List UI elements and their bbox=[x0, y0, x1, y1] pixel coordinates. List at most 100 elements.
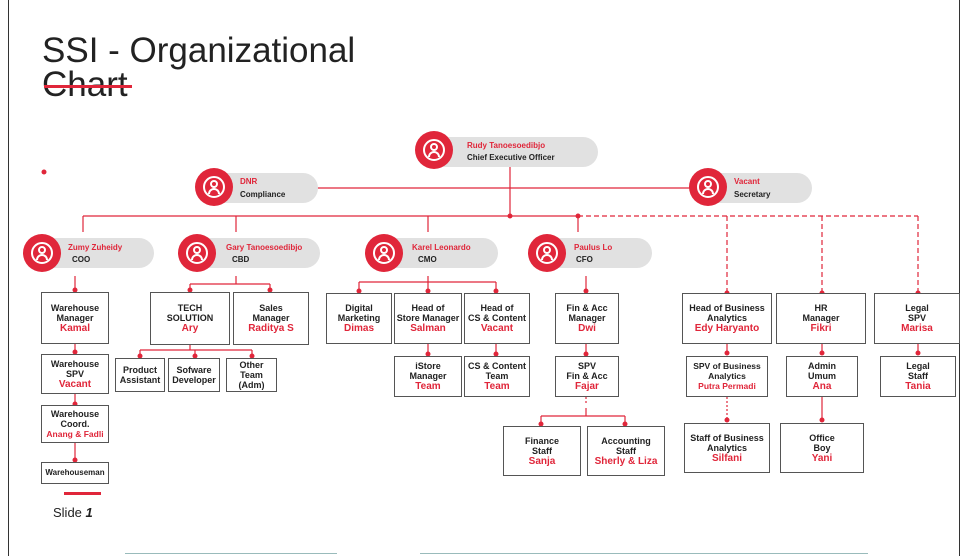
title-strike-mark bbox=[44, 85, 132, 88]
box-person: Salman bbox=[410, 323, 446, 334]
box-title: Staff of Business Analytics bbox=[690, 432, 764, 453]
box-warehouse-coord: Warehouse Coord. Anang & Fadli bbox=[41, 405, 109, 443]
box-product-assistant: Product Assistant bbox=[115, 358, 165, 392]
box-legal-staff: Legal Staff Tania bbox=[880, 356, 956, 397]
box-title: Legal Staff bbox=[906, 361, 930, 381]
box-title: Fin & Acc Manager bbox=[566, 303, 608, 323]
box-title: Warehouseman bbox=[45, 468, 105, 477]
person-icon bbox=[365, 234, 403, 272]
box-person: Ary bbox=[181, 323, 199, 334]
cbd-role: CBD bbox=[232, 255, 250, 264]
person-icon bbox=[178, 234, 216, 272]
box-spv-fin-acc: SPV Fin & Acc Fajar bbox=[555, 356, 619, 397]
box-title: SPV of Business Analytics bbox=[693, 361, 761, 381]
box-title: iStore Manager bbox=[409, 361, 447, 381]
box-legal-spv: Legal SPV Marisa bbox=[874, 293, 960, 344]
box-spv-business-analytics: SPV of Business Analytics Putra Permadi bbox=[686, 356, 768, 397]
ceo-name: Rudy Tanoesoedibjo bbox=[467, 141, 546, 150]
box-person: Sanja bbox=[528, 455, 556, 467]
box-admin-umum: Admin Umum Ana bbox=[786, 356, 858, 397]
box-title: Warehouse Coord. bbox=[50, 408, 100, 429]
box-accounting-staff: Accounting Staff Sherly & Liza bbox=[587, 426, 665, 476]
box-person: Team bbox=[415, 381, 441, 392]
box-digital-marketing: Digital Marketing Dimas bbox=[326, 293, 392, 344]
box-title: Sofware Developer bbox=[172, 365, 216, 385]
slide-border-left bbox=[8, 0, 9, 556]
box-tech-solution: TECH SOLUTION Ary bbox=[150, 292, 230, 345]
box-hr-manager: HR Manager Fikri bbox=[776, 293, 866, 344]
person-icon bbox=[689, 168, 727, 206]
compliance-name: DNR bbox=[240, 177, 258, 186]
box-title: Admin Umum bbox=[807, 361, 836, 381]
box-person: Kamal bbox=[59, 322, 90, 334]
person-icon bbox=[195, 168, 233, 206]
box-title: Warehouse SPV bbox=[50, 358, 100, 379]
box-person: Vacant bbox=[480, 323, 514, 334]
slide-number: Slide 1 bbox=[53, 505, 93, 520]
title-line-2: Chart bbox=[42, 65, 128, 104]
box-title: Digital Marketing bbox=[337, 303, 381, 323]
coo-role: COO bbox=[72, 255, 91, 264]
box-title: Accounting Staff bbox=[601, 435, 651, 456]
box-person: Putra Permadi bbox=[698, 381, 756, 391]
box-person: Yani bbox=[811, 452, 833, 464]
slide-border-bottom bbox=[125, 553, 337, 554]
box-head-store-manager: Head of Store Manager Salman bbox=[394, 293, 462, 344]
box-warehouseman: Warehouseman bbox=[41, 462, 109, 484]
secretary-name: Vacant bbox=[734, 177, 760, 186]
box-head-business-analytics: Head of Business Analytics Edy Haryanto bbox=[682, 293, 772, 344]
box-person: Sherly & Liza bbox=[594, 455, 658, 467]
page-title: SSI - Organizational Chart bbox=[42, 33, 355, 104]
box-person: Raditya S bbox=[248, 323, 294, 334]
person-icon bbox=[415, 131, 453, 169]
box-staff-business-analytics: Staff of Business Analytics Silfani bbox=[684, 423, 770, 473]
box-title: Product Assistant bbox=[119, 365, 161, 385]
node-ceo: Rudy Tanoesoedibjo Chief Executive Offic… bbox=[430, 137, 598, 167]
cfo-name: Paulus Lo bbox=[574, 243, 613, 252]
box-title: CS & Content Team bbox=[468, 361, 526, 381]
person-icon bbox=[23, 234, 61, 272]
box-title: Warehouse Manager bbox=[50, 302, 100, 323]
box-person: Anang & Fadli bbox=[46, 428, 104, 439]
box-person: Silfani bbox=[711, 452, 742, 464]
box-fin-acc-manager: Fin & Acc Manager Dwi bbox=[555, 293, 619, 344]
box-title: Sales Manager bbox=[252, 303, 290, 323]
box-person: Tania bbox=[905, 381, 931, 392]
box-title: Office Boy bbox=[809, 432, 835, 453]
secretary-role: Secretary bbox=[734, 190, 771, 199]
box-other-team: Other Team (Adm) bbox=[226, 358, 277, 392]
cmo-role: CMO bbox=[418, 255, 437, 264]
slide-number-accent bbox=[64, 492, 101, 495]
box-head-cs-content: Head of CS & Content Vacant bbox=[464, 293, 530, 344]
box-person: Marisa bbox=[901, 323, 933, 334]
box-person: Dimas bbox=[343, 323, 374, 334]
box-title: Head of CS & Content bbox=[468, 303, 526, 323]
box-istore-manager: iStore Manager Team bbox=[394, 356, 462, 397]
box-title: TECH SOLUTION bbox=[166, 303, 214, 323]
box-title: Finance Staff bbox=[524, 435, 559, 456]
slide-border-bottom bbox=[420, 553, 868, 554]
box-title: HR Manager bbox=[802, 303, 840, 323]
person-icon bbox=[528, 234, 566, 272]
ceo-role: Chief Executive Officer bbox=[467, 153, 555, 162]
box-person: Dwi bbox=[578, 323, 596, 334]
box-person: Ana bbox=[812, 381, 832, 392]
box-finance-staff: Finance Staff Sanja bbox=[503, 426, 581, 476]
box-title: Legal SPV bbox=[905, 303, 929, 323]
box-title: Head of Store Manager bbox=[396, 303, 460, 323]
box-cs-content-team: CS & Content Team Team bbox=[464, 356, 530, 397]
box-software-developer: Sofware Developer bbox=[168, 358, 220, 392]
box-sales-manager: Sales Manager Raditya S bbox=[233, 292, 309, 345]
box-person: Team bbox=[484, 381, 510, 392]
cbd-name: Gary Tanoesoedibjo bbox=[226, 243, 303, 252]
box-title: Head of Business Analytics bbox=[689, 303, 765, 323]
slide-number-value: 1 bbox=[85, 505, 93, 520]
box-office-boy: Office Boy Yani bbox=[780, 423, 864, 473]
cfo-role: CFO bbox=[576, 255, 593, 264]
box-person: Edy Haryanto bbox=[694, 323, 760, 334]
box-person: Vacant bbox=[58, 378, 92, 390]
box-title: Other Team (Adm) bbox=[238, 360, 265, 390]
coo-name: Zumy Zuheidy bbox=[68, 243, 123, 252]
